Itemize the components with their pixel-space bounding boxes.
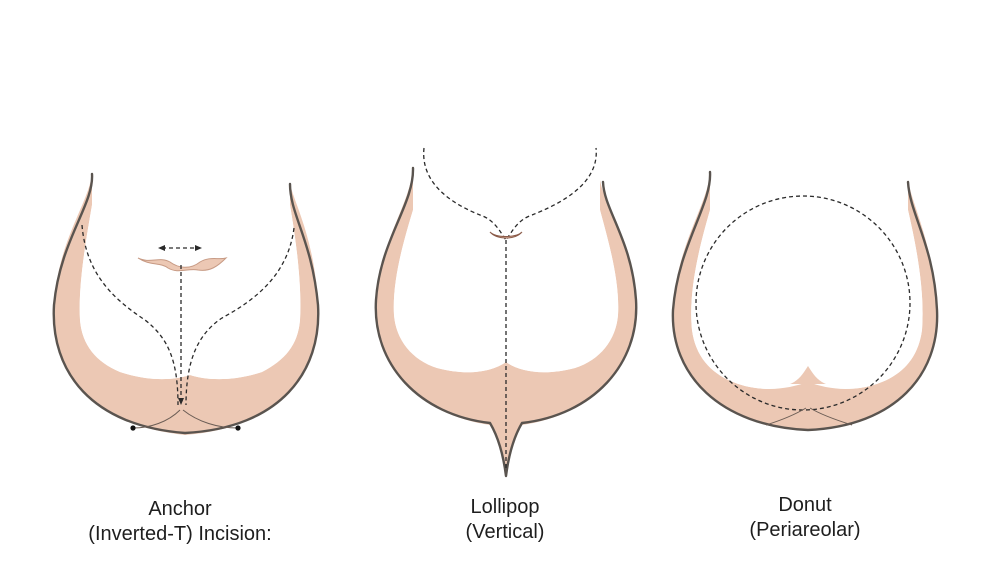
lollipop-keyhole-dashed: [423, 147, 597, 242]
anchor-caption-line1: Anchor: [148, 498, 212, 520]
lollipop-breast-figure: [374, 147, 638, 478]
lollipop-caption-line1: Lollipop: [470, 496, 540, 518]
anchor-breast-figure: [52, 170, 320, 435]
donut-periareolar-dashed-circle: [695, 195, 911, 411]
anchor-outline: [52, 172, 320, 435]
donut-fold-left: [765, 407, 807, 426]
anchor-arrow-left-icon: [158, 245, 165, 251]
anchor-arrow-down-icon: [178, 398, 184, 405]
anchor-fold-left: [132, 409, 181, 429]
lollipop-areola-mark: [489, 231, 523, 239]
donut-inner-white: [691, 165, 923, 389]
anchor-areola-mark: [137, 257, 228, 272]
anchor-left-dashed-curve: [81, 224, 179, 406]
lollipop-caption: Lollipop (Vertical): [400, 495, 610, 545]
donut-fold-right: [809, 407, 853, 426]
anchor-arrow-right-icon: [195, 245, 202, 251]
lollipop-outline: [374, 166, 638, 478]
anchor-right-dashed-curve: [185, 227, 295, 406]
anchor-caption-line2: (Inverted-T) Incision:: [88, 523, 272, 545]
anchor-dot-left: [130, 425, 136, 431]
anchor-caption: Anchor (Inverted-T) Incision:: [60, 497, 300, 547]
donut-outline: [671, 170, 939, 432]
donut-caption-line2: (Periareolar): [749, 519, 861, 541]
donut-peak: [790, 366, 826, 384]
anchor-dot-right: [235, 425, 241, 431]
anchor-fold-right: [182, 409, 239, 429]
donut-caption-line1: Donut: [778, 494, 832, 516]
donut-caption: Donut (Periareolar): [700, 493, 910, 543]
donut-breast-figure: [671, 165, 939, 432]
lollipop-skin-fill: [375, 168, 637, 476]
lollipop-caption-line2: (Vertical): [465, 521, 545, 543]
anchor-inner-white: [79, 170, 301, 380]
